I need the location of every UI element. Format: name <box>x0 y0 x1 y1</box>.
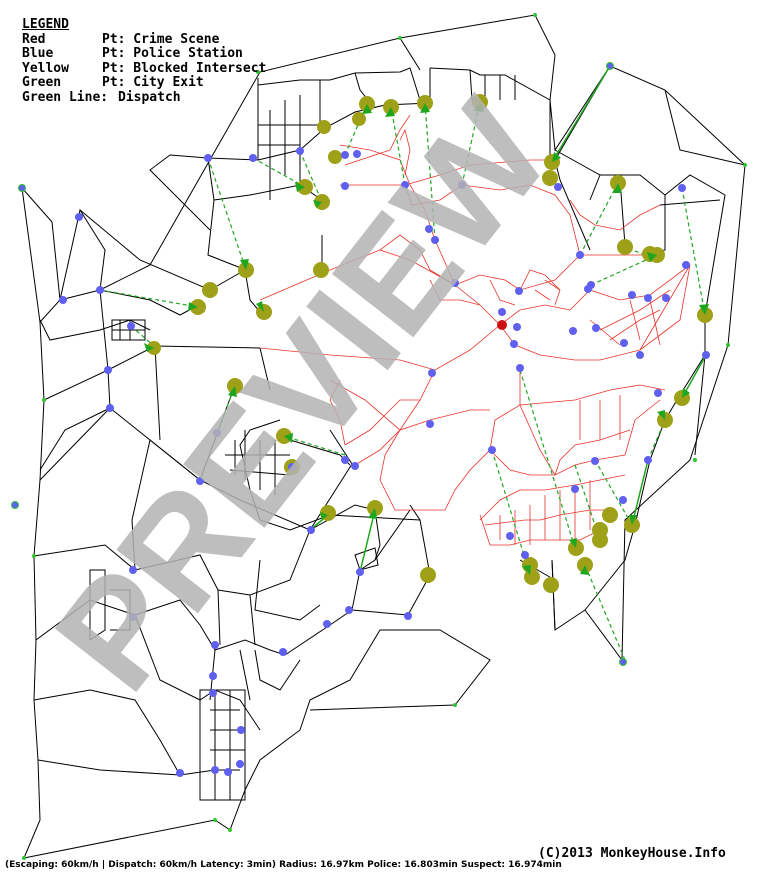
legend-label: Pt: Blocked Intersect <box>102 60 267 76</box>
legend-label: Pt: Police Station <box>102 46 243 61</box>
exit-police-stations <box>11 62 627 666</box>
legend-color-name: Green <box>22 75 62 90</box>
dispatch-lines <box>99 101 706 661</box>
legend-color-name: Red <box>22 31 46 47</box>
black-road-network <box>21 14 746 859</box>
legend-color-name: Blue <box>22 46 54 61</box>
city-exits <box>22 13 747 860</box>
legend-row-crime-scene: Red Pt: Crime Scene <box>22 31 266 48</box>
legend-row-dispatch: Green Line: Dispatch <box>22 89 266 106</box>
escape-route-network <box>259 114 691 546</box>
legend-label: Dispatch <box>118 89 181 105</box>
legend-label: Pt: Crime Scene <box>102 31 220 47</box>
legend-row-city-exit: Green Pt: City Exit <box>22 75 266 91</box>
legend: LEGEND Red Pt: Crime Scene Blue Pt: Police… <box>22 17 267 106</box>
legend-row-blocked-intersect: Yellow Pt: Blocked Intersect <box>22 60 267 77</box>
legend-label: Pt: City Exit <box>102 75 204 90</box>
dispatch-arrowheads <box>144 102 709 575</box>
legend-color-name: Yellow <box>22 60 69 76</box>
legend-title: LEGEND <box>22 17 69 32</box>
footer-stats: (Escaping: 60km/h | Dispatch: 60km/h Lat… <box>5 860 562 870</box>
police-stations <box>59 147 710 777</box>
legend-row-police-station: Blue Pt: Police Station <box>22 46 266 62</box>
crime-scene-marker <box>497 320 507 330</box>
copyright-text: (C)2013 MonkeyHouse.Info <box>538 846 726 861</box>
legend-color-name: Green Line: <box>22 89 109 105</box>
